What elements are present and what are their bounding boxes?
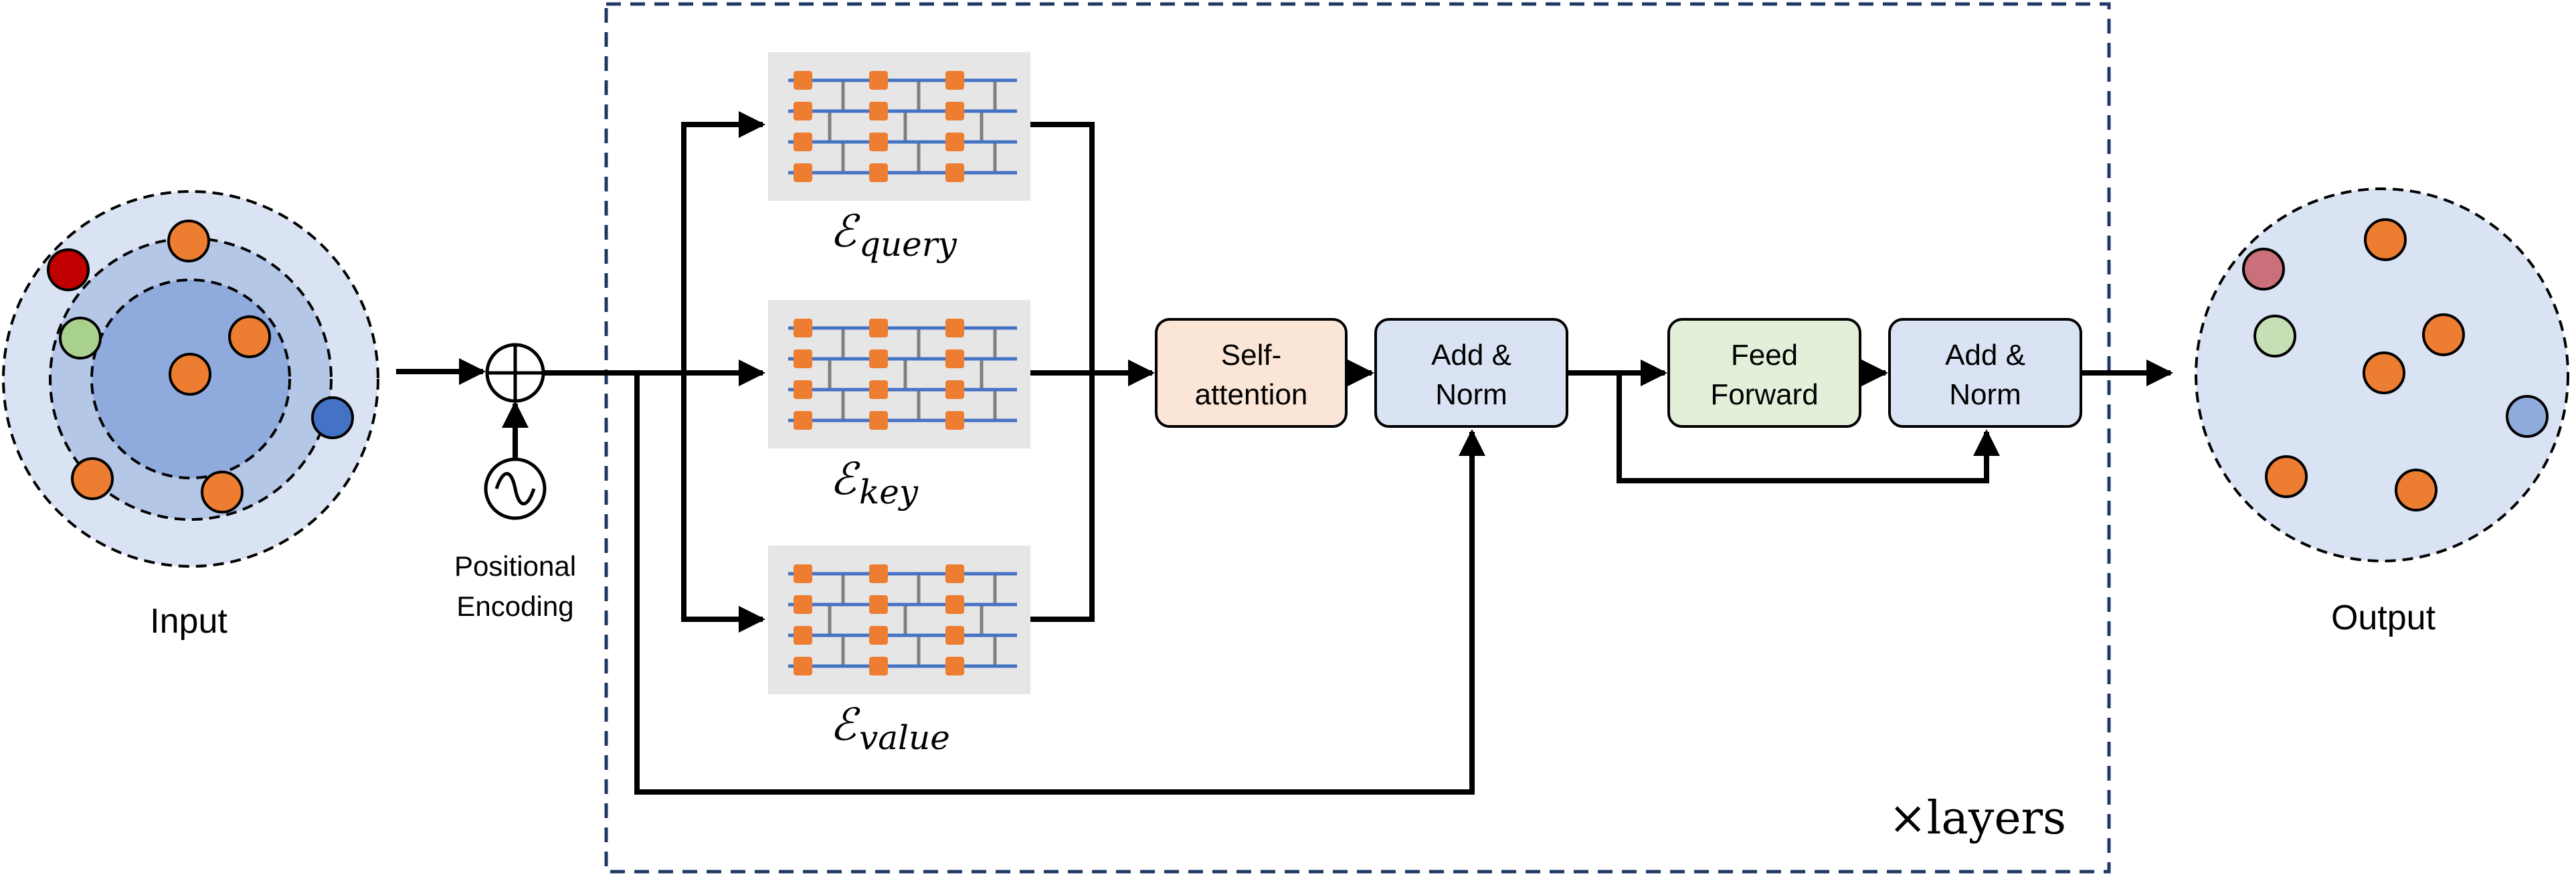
output-node-orange (2364, 218, 2407, 261)
encoder-gate (794, 595, 812, 614)
input-node-orange (71, 457, 114, 500)
encoder-gate (869, 595, 888, 614)
encoder-label: ℰvalue (830, 699, 950, 757)
encoder-gate (945, 133, 964, 151)
output-node-green (2253, 315, 2296, 357)
encoder-gate (869, 626, 888, 645)
encoder-gate (794, 657, 812, 675)
input-graph (2, 190, 379, 568)
encoder-gate (794, 71, 812, 90)
encoder-gate (945, 102, 964, 121)
layers-label: ×layers (1889, 792, 2066, 845)
encoder-gate (794, 564, 812, 583)
encoder-gate (869, 133, 888, 151)
encoder-label: ℰkey (830, 453, 919, 511)
sum-node (485, 343, 545, 403)
input-label: Input (150, 602, 227, 641)
encoder-gate (945, 564, 964, 583)
input-node-green (59, 317, 102, 360)
feed-forward-block: Feed Forward (1667, 318, 1861, 428)
input-node-orange (201, 471, 244, 513)
encoder-gate (945, 163, 964, 182)
encoder-gate (869, 163, 888, 182)
arrow-residual-1 (634, 373, 1485, 795)
self-attention-block: Self- attention (1155, 318, 1348, 428)
output-node-red (2242, 248, 2285, 291)
positional-encoding-line1: Positional (454, 550, 576, 582)
encoder-block: ℰvalue (768, 546, 1030, 757)
arrow-residual-2 (1617, 373, 2000, 483)
output-node-orange (2395, 469, 2437, 511)
encoder-block: ℰkey (768, 300, 1030, 511)
input-node-orange (169, 353, 211, 396)
encoder-gate (869, 380, 888, 399)
output-node-orange (2265, 455, 2308, 498)
encoder-gate (945, 626, 964, 645)
add-norm-2-line1: Add & (1945, 339, 2025, 372)
positional-encoding-line2: Encoding (456, 590, 573, 622)
encoder-gate (794, 163, 812, 182)
feed-forward-line2: Forward (1710, 378, 1818, 411)
add-norm-1-line2: Norm (1435, 378, 1507, 411)
encoder-gate (794, 133, 812, 151)
encoder-gate (945, 380, 964, 399)
input-node-red (47, 248, 90, 291)
encoder-gate (945, 595, 964, 614)
encoder-gate (869, 564, 888, 583)
encoder-gate (945, 411, 964, 430)
self-attention-line2: attention (1195, 378, 1308, 411)
feed-forward-line1: Feed (1731, 339, 1798, 372)
encoder-gate (794, 380, 812, 399)
arrow-to-query (681, 111, 765, 373)
line-query-out (1030, 122, 1095, 373)
encoder-gate (945, 657, 964, 675)
output-node-orange (2422, 313, 2465, 356)
line-value-out (1030, 373, 1095, 622)
input-node-orange (228, 315, 271, 358)
encoder-gate (794, 319, 812, 337)
encoder-label: ℰquery (830, 206, 957, 264)
output-node-orange (2363, 351, 2405, 394)
arrow-to-value (681, 373, 765, 633)
encoder-gate (869, 411, 888, 430)
positional-encoding-icon (484, 457, 547, 520)
output-graph (2195, 187, 2569, 562)
encoder-gate (869, 102, 888, 121)
add-norm-2-line2: Norm (1949, 378, 2021, 411)
self-attention-line1: Self- (1221, 339, 1281, 372)
output-node-blue (2506, 395, 2549, 438)
encoder-gate (869, 319, 888, 337)
add-norm-block-1: Add & Norm (1374, 318, 1568, 428)
encoder-gate (794, 349, 812, 368)
encoder-gate (945, 71, 964, 90)
input-node-blue (311, 396, 354, 439)
input-node-orange (167, 220, 210, 262)
encoder-gate (869, 71, 888, 90)
add-norm-block-2: Add & Norm (1888, 318, 2082, 428)
encoder-block: ℰquery (768, 52, 1030, 264)
add-norm-1-line1: Add & (1431, 339, 1511, 372)
encoder-gate (794, 411, 812, 430)
encoder-gate (794, 626, 812, 645)
output-label: Output (2331, 599, 2436, 637)
encoder-gate (869, 349, 888, 368)
encoder-gate (945, 319, 964, 337)
encoder-gate (794, 102, 812, 121)
encoder-gate (869, 657, 888, 675)
encoder-gate (945, 349, 964, 368)
layer-frame (604, 2, 2111, 874)
